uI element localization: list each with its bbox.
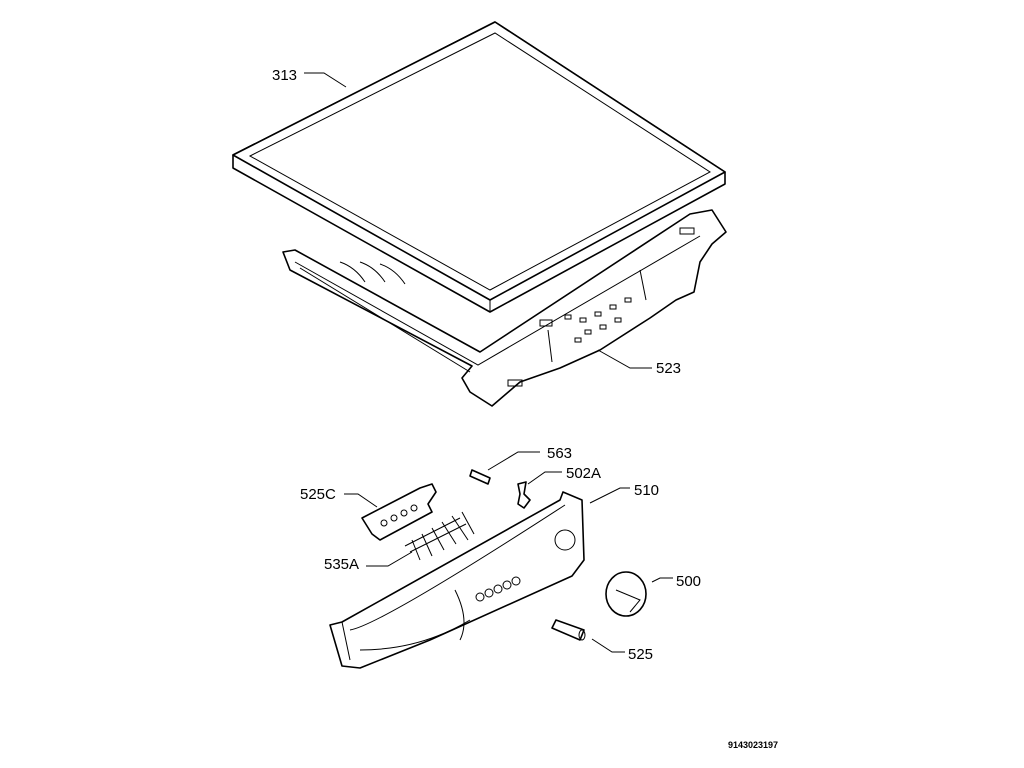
- part-535a-light-guide: [404, 511, 475, 561]
- part-525c-bracket: [361, 483, 437, 541]
- part-510-control-panel: [329, 491, 585, 669]
- label-523: 523: [656, 360, 681, 377]
- part-523-base-frame: [282, 209, 727, 407]
- reference-number: 9143023197: [728, 740, 778, 750]
- part-563-pin: [469, 469, 491, 485]
- label-525: 525: [628, 646, 653, 663]
- label-510: 510: [634, 482, 659, 499]
- part-313-top-cover: [232, 21, 726, 313]
- part-502a-clip: [517, 481, 531, 509]
- part-525-shaft: [551, 619, 586, 641]
- label-525c: 525C: [300, 486, 336, 503]
- part-500-knob: [605, 571, 647, 617]
- label-563: 563: [547, 445, 572, 462]
- label-535a: 535A: [324, 556, 359, 573]
- leader-lines: [304, 72, 673, 653]
- label-500: 500: [676, 573, 701, 590]
- label-313: 313: [272, 67, 297, 84]
- label-502a: 502A: [566, 465, 601, 482]
